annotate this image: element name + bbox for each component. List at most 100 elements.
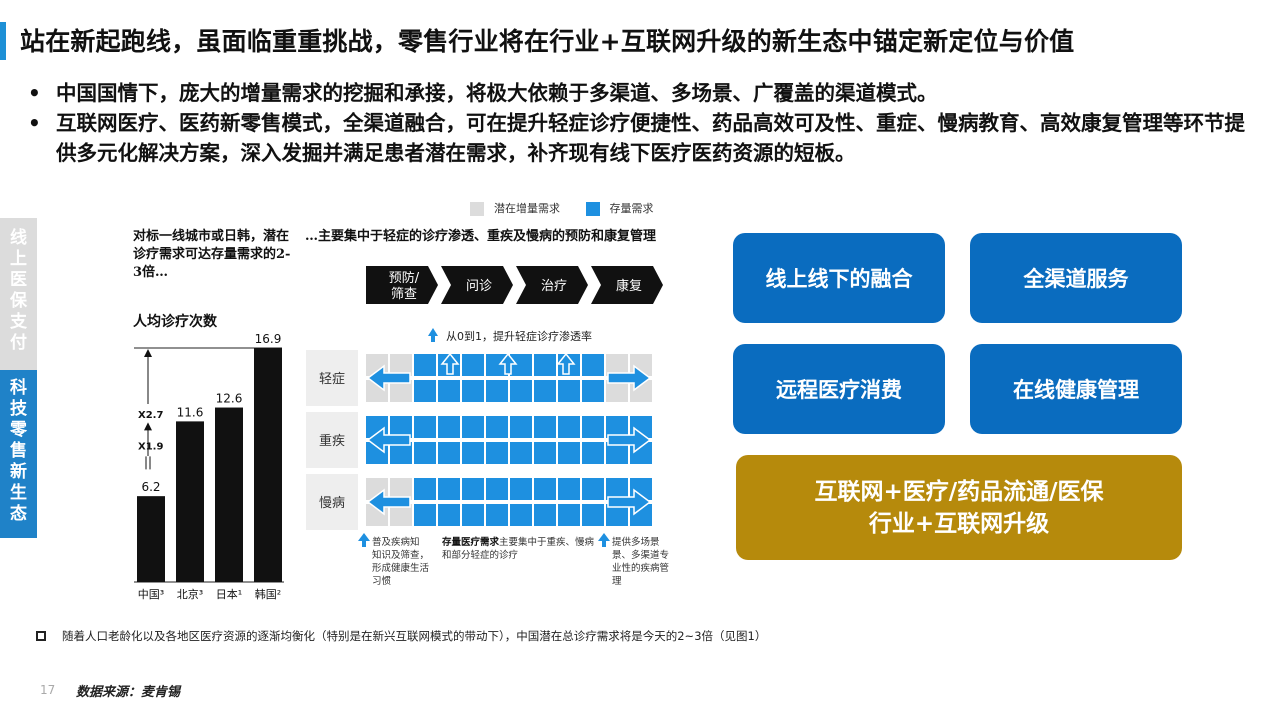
side-label-medical-insurance: 线上医保支付 bbox=[0, 218, 37, 370]
matrix-cell bbox=[558, 442, 580, 464]
arrow-right-icon bbox=[607, 364, 652, 392]
matrix-cell bbox=[486, 416, 508, 438]
arrow-up-icon bbox=[556, 352, 576, 375]
side-label-blue-text: 科技零售新生态 bbox=[10, 378, 27, 524]
matrix-cell bbox=[606, 504, 628, 526]
bar-0 bbox=[137, 496, 165, 582]
matrix-cell bbox=[534, 442, 556, 464]
matrix-cell bbox=[438, 442, 460, 464]
matrix-cell bbox=[582, 416, 604, 438]
matrix-caption-line: 提供多场景 bbox=[612, 536, 660, 548]
matrix-caption-line: 景、多渠道专 bbox=[612, 549, 669, 561]
matrix-cell bbox=[486, 354, 508, 376]
bar-value-label: 12.6 bbox=[216, 392, 243, 406]
matrix-cell bbox=[582, 354, 604, 376]
data-source: 数据来源：麦肯锡 bbox=[76, 685, 181, 700]
matrix-cell bbox=[606, 478, 628, 500]
box-internet-plus-upgrade: 互联网+医疗/药品流通/医保行业+互联网升级 bbox=[736, 455, 1182, 560]
matrix-cell bbox=[558, 478, 580, 500]
caption-rest: 主要集中于重疾、慢病 bbox=[499, 536, 595, 548]
matrix-cell bbox=[414, 442, 436, 464]
stage-label: 预防/ bbox=[389, 270, 420, 286]
matrix-cell bbox=[558, 380, 580, 402]
matrix-cell bbox=[414, 478, 436, 500]
bar-value-label: 6.2 bbox=[141, 480, 160, 494]
bullet-dot: • bbox=[28, 111, 41, 135]
stage-chevron-1 bbox=[441, 266, 513, 304]
matrix-cell bbox=[390, 442, 412, 464]
matrix-cell bbox=[606, 354, 628, 376]
stage-label: 康复 bbox=[616, 278, 642, 294]
stage-chevron-0 bbox=[366, 266, 438, 304]
matrix-cell bbox=[486, 380, 508, 402]
matrix-cell bbox=[462, 504, 484, 526]
bar-value-label: 11.6 bbox=[177, 405, 204, 419]
bar-1 bbox=[176, 421, 204, 582]
legend-item-latent: 潜在增量需求 bbox=[470, 200, 560, 216]
arrow-right-icon bbox=[607, 426, 652, 454]
bullet-text: 互联网医疗、医药新零售模式，全渠道融合，可在提升轻症诊疗便捷性、药品高效可及性、… bbox=[56, 111, 1245, 165]
matrix-cell bbox=[462, 478, 484, 500]
bar-value-label: 16.9 bbox=[255, 332, 282, 346]
arrow-up-icon bbox=[144, 349, 152, 357]
arrow-left-icon bbox=[366, 426, 411, 454]
bar-category-label: 韩国² bbox=[255, 587, 281, 601]
matrix-cell bbox=[510, 442, 532, 464]
matrix-caption-line: 业性的疾病管 bbox=[612, 562, 669, 574]
matrix-cell bbox=[510, 504, 532, 526]
matrix-cell bbox=[582, 504, 604, 526]
matrix-caption-line: 存量医疗需求主要集中于重疾、慢病 bbox=[441, 536, 595, 548]
matrix-cell bbox=[534, 380, 556, 402]
box-online-health-management: 在线健康管理 bbox=[970, 344, 1182, 434]
matrix-caption-line: 普及疾病知 bbox=[372, 536, 420, 548]
bullet-item: •中国国情下，庞大的增量需求的挖掘和承接，将极大依赖于多渠道、多场景、广覆盖的渠… bbox=[28, 78, 1253, 108]
bar-category-label: 中国³ bbox=[138, 588, 164, 601]
row-header-bg bbox=[306, 474, 358, 530]
stage-chevron-3 bbox=[591, 266, 663, 304]
arrow-up-icon bbox=[498, 352, 518, 375]
stage-label: 问诊 bbox=[466, 279, 492, 294]
matrix-cell bbox=[510, 354, 532, 376]
matrix-cell bbox=[582, 442, 604, 464]
box-telemedicine: 远程医疗消费 bbox=[733, 344, 945, 434]
matrix-caption-line: 知识及筛查， bbox=[372, 549, 429, 561]
bar-category-label: 北京³ bbox=[177, 587, 203, 601]
matrix-note: 从0到1，提升轻症诊疗渗透率 bbox=[446, 329, 592, 343]
matrix-cell bbox=[390, 416, 412, 438]
matrix-cell bbox=[462, 354, 484, 376]
arrow-up-icon bbox=[598, 533, 610, 547]
matrix-caption-line: 习惯 bbox=[372, 575, 392, 587]
matrix-cell bbox=[510, 478, 532, 500]
matrix-caption-line: 理 bbox=[612, 576, 622, 587]
box-online-offline-fusion: 线上线下的融合 bbox=[733, 233, 945, 323]
bullet-text: 中国国情下，庞大的增量需求的挖掘和承接，将极大依赖于多渠道、多场景、广覆盖的渠道… bbox=[56, 81, 938, 105]
arrow-right-icon bbox=[607, 488, 652, 516]
legend-swatch-latent bbox=[470, 202, 484, 216]
matrix-cell bbox=[558, 416, 580, 438]
chart-legend: 潜在增量需求 存量需求 bbox=[470, 200, 676, 216]
bullet-list: • 中国国情下，庞大的增量需求的挖掘和承接，将极大依赖于多渠道、多场景、广覆盖的渠… bbox=[28, 78, 1253, 168]
matrix-cell bbox=[438, 478, 460, 500]
stage-label: 治疗 bbox=[541, 279, 567, 294]
matrix-cell bbox=[510, 380, 532, 402]
matrix-cell bbox=[414, 354, 436, 376]
matrix-cell bbox=[438, 416, 460, 438]
matrix-cell bbox=[390, 504, 412, 526]
bar-3 bbox=[254, 348, 282, 582]
multiplier-label-x27: X2.7 bbox=[138, 410, 163, 421]
matrix-cell bbox=[606, 380, 628, 402]
matrix-caption-line: 形成健康生活 bbox=[372, 562, 430, 574]
arrow-up-icon bbox=[358, 533, 370, 547]
side-label-tech-retail: 科技零售新生态 bbox=[0, 370, 37, 538]
caption-bold: 存量医疗需求 bbox=[441, 536, 500, 548]
arrow-up-icon bbox=[144, 422, 152, 431]
stage-label: 筛查 bbox=[391, 287, 417, 302]
bar-chart-title: 对标一线城市或日韩，潜在诊疗需求可达存量需求的2-3倍… bbox=[133, 229, 291, 280]
matrix-cell bbox=[438, 380, 460, 402]
page-number: 17 bbox=[40, 683, 56, 697]
matrix-cell bbox=[510, 416, 532, 438]
row-label: 重疾 bbox=[319, 433, 345, 449]
row-label: 慢病 bbox=[319, 495, 345, 511]
matrix-cell bbox=[438, 504, 460, 526]
